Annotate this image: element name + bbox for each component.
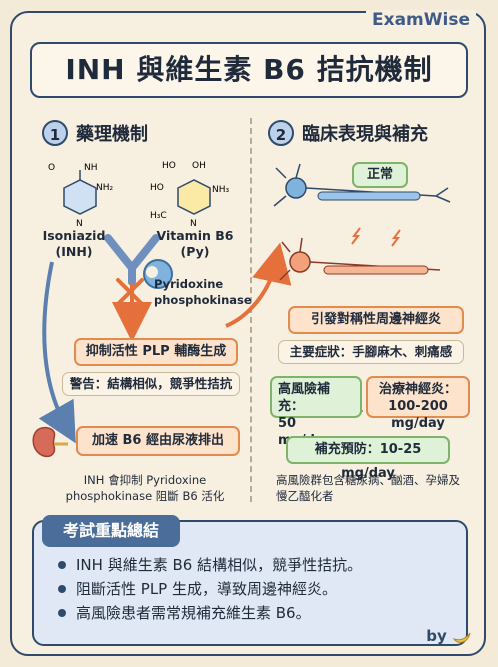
inh-name: Isoniazid [42,228,106,243]
bullet-icon [58,561,66,569]
section-2-title: 臨床表現與補充 [302,124,428,145]
b6-atom-oh: OH [192,161,206,171]
b6-atom-ho2: HO [150,183,164,193]
b6-atom-ho1: HO [162,161,176,171]
section-1-number: 1 [42,120,68,146]
inh-molecule: O NH NH₂ N [48,163,114,229]
treatment-dose: 100-200 mg/day [388,399,448,431]
clinical-arrow [225,242,292,328]
summary-item: 高風險患者需常規補充維生素 B6。 [58,601,362,625]
brand-logo: ExamWise [366,10,476,30]
byline: by [426,627,472,645]
damaged-neuron-icon [279,227,441,281]
excretion-arrow [38,261,76,444]
inh-atom-o: O [48,163,55,173]
normal-neuron-icon [273,163,451,207]
inh-atom-nh2: NH₂ [96,183,114,193]
kidney-icon [32,426,56,458]
treatment-box: 治療神經炎： 100-200 mg/day [366,376,470,431]
section-2-header: 2 臨床表現與補充 [268,120,428,146]
summary-item: 阻斷活性 PLP 生成，導致周邊神經炎。 [58,577,362,601]
inhibit-plp-box: 抑制活性 PLP 輔酶生成 [74,338,238,366]
banana-logo-icon [452,632,471,643]
section-2-number: 2 [268,120,294,146]
section-1-header: 1 藥理機制 [42,120,148,146]
block-cross-icon [116,278,144,306]
enzyme-line-2: phosphokinase [154,293,252,307]
b6-atom-h3c: H₃C [150,211,167,221]
inh-abbr: (INH) [55,244,93,259]
inh-atom-nh: NH [84,163,98,173]
b6-name: Vitamin B6 [156,228,234,243]
highrisk-label: 高風險補充： [278,382,331,414]
highrisk-box: 高風險補充： 50 mg/day [270,376,362,448]
b6-label: Vitamin B6 (Py) [150,228,240,260]
section-1-title: 藥理機制 [76,124,148,145]
b6-atom-n: N [190,219,197,228]
neuropathy-box: 引發對稱性周邊神經炎 [288,306,464,334]
enzyme-label: Pyridoxine phosphokinase [154,276,252,308]
b6-molecule: HO OH HO NH₃ H₃C N [150,161,230,228]
left-note: INH 會抑制 Pyridoxine phosphokinase 阻斷 B6 活… [65,473,225,503]
right-note: 高風險群包含糖尿病、酗酒、孕婦及慢乙醯化者 [276,473,460,503]
symptoms-box: 主要症狀：手腳麻木、刺痛感 [278,340,464,364]
page-title: INH 與維生素 B6 拮抗機制 [30,42,468,98]
byline-text: by [426,627,447,645]
prevention-box: 補充預防：10-25 mg/day [286,436,450,481]
bullet-icon [58,609,66,617]
summary-heading: 考試重點總結 [42,515,180,547]
bullet-icon [58,585,66,593]
warning-box: 警告：結構相似，競爭性拮抗 [62,372,240,396]
inh-label: Isoniazid (INH) [34,228,114,260]
summary-list: INH 與維生素 B6 結構相似，競爭性拮抗。 阻斷活性 PLP 生成，導致周邊… [58,553,362,625]
summary-item: INH 與維生素 B6 結構相似，競爭性拮抗。 [58,553,362,577]
b6-abbr: (Py) [180,244,210,259]
normal-label: 正常 [352,162,408,188]
inh-atom-n: N [76,219,83,229]
treatment-label: 治療神經炎： [378,382,457,397]
enzyme-line-1: Pyridoxine [154,277,224,291]
b6-atom-nh3: NH₃ [212,185,230,195]
excretion-box: 加速 B6 經由尿液排出 [76,426,240,456]
